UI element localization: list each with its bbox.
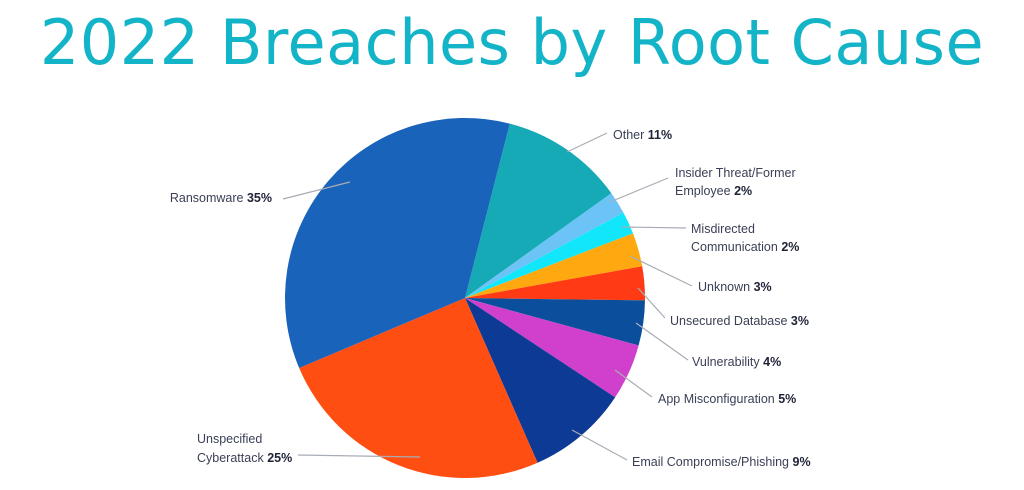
label-email: Email Compromise/Phishing 9% <box>632 455 811 469</box>
label-unknown: Unknown 3% <box>698 280 772 294</box>
pie-slice-email-compromise-phishing <box>465 298 616 463</box>
pie-slice-app-misconfiguration <box>465 298 639 398</box>
label-misdirected-line2: Communication 2% <box>691 240 799 254</box>
pie-slice-unspecified-cyberattack <box>299 298 538 479</box>
label-insider-line1: Insider Threat/Former <box>675 166 796 180</box>
pie-slice-unknown <box>465 233 643 298</box>
leader-line-vulnerability <box>635 322 689 361</box>
pie-slice-misdirected-communication <box>465 212 633 298</box>
pie-slice-vulnerability <box>465 298 645 346</box>
leader-line-unspecified <box>297 454 421 458</box>
label-insider-line2: Employee 2% <box>675 184 752 198</box>
label-other: Other 11% <box>613 128 672 142</box>
pie-slice-other <box>465 123 612 298</box>
leader-line-misdirected <box>621 226 687 229</box>
pie-slice-insider-threat-former-employee <box>465 193 624 298</box>
chart-title: 2022 Breaches by Root Cause <box>39 6 985 79</box>
label-misdirected-line1: Misdirected <box>691 222 755 236</box>
pie-slice-ransomware <box>285 117 510 368</box>
pie-slices <box>285 117 645 479</box>
label-vulnerability: Vulnerability 4% <box>692 355 781 369</box>
leader-line-unsecured <box>637 287 666 319</box>
leader-line-ransomware <box>282 181 351 200</box>
label-ransomware: Ransomware 35% <box>170 191 272 205</box>
leader-line-app <box>614 369 653 398</box>
pie-slice-unsecured-database <box>465 266 645 301</box>
leader-lines <box>282 132 693 461</box>
leader-line-insider <box>609 177 669 203</box>
leader-line-other <box>566 132 608 153</box>
leader-line-email <box>571 429 628 461</box>
leader-line-unknown <box>629 255 693 287</box>
label-unspecified-line1: Unspecified <box>197 432 262 446</box>
label-app: App Misconfiguration 5% <box>658 392 796 406</box>
data-labels: Other 11% Insider Threat/Former Employee… <box>170 128 811 469</box>
label-unspecified-line2: Cyberattack 25% <box>197 451 292 465</box>
label-unsecured: Unsecured Database 3% <box>670 314 809 328</box>
